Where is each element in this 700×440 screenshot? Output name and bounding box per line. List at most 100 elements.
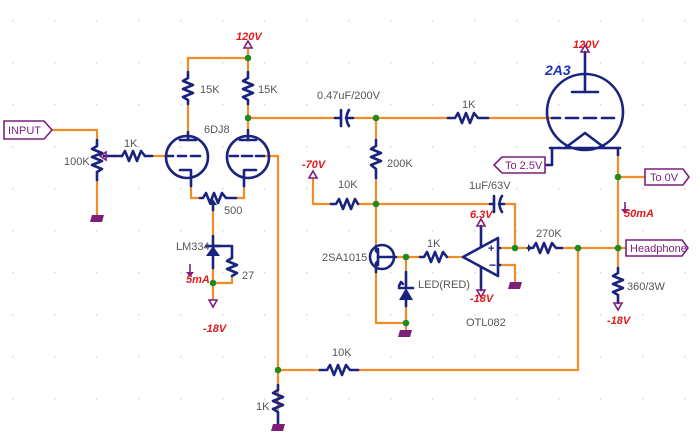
grid-dot (138, 230, 140, 232)
port-input-label: INPUT (8, 125, 41, 137)
tube-6dj8-a (164, 130, 210, 188)
grid-dot (96, 20, 98, 22)
grid-dot (348, 146, 350, 148)
supply-up-arrow-icon (307, 169, 319, 179)
grid-dot (642, 398, 644, 400)
ground-icon (508, 282, 522, 289)
supply-up-arrow-icon (475, 217, 487, 227)
grid-dot (12, 146, 14, 148)
grid-dot (474, 104, 476, 106)
grid-dot (558, 188, 560, 190)
grid-dot (390, 272, 392, 274)
label-otl082: OTL082 (466, 317, 506, 329)
grid-dot (432, 230, 434, 232)
grid-dot (474, 62, 476, 64)
grid-dot (306, 356, 308, 358)
grid-dot (684, 356, 686, 358)
label-lm334: LM334 (176, 241, 210, 253)
supply-arrows (186, 39, 629, 312)
grid-dot (180, 398, 182, 400)
label-10k-feedback: 10K (332, 347, 352, 359)
grid-dot (306, 314, 308, 316)
grid-dot (558, 356, 560, 358)
grid-dot (516, 104, 518, 106)
grid-dot (306, 20, 308, 22)
grid-dot (474, 272, 476, 274)
grid-dot (54, 188, 56, 190)
grid-dot (180, 104, 182, 106)
grid-dot (600, 188, 602, 190)
grid-dot (390, 62, 392, 64)
label-6-3v: 6.3V (470, 209, 494, 221)
transistor-2sa1015 (368, 243, 398, 274)
grid-dot (642, 20, 644, 22)
grid-dot (138, 188, 140, 190)
grid-dot (96, 356, 98, 358)
grid-dot (138, 20, 140, 22)
grid-dot (516, 272, 518, 274)
resistor-1k-base (418, 250, 449, 264)
grid-dot (432, 188, 434, 190)
grid-dot (306, 104, 308, 106)
port-input: INPUT (3, 120, 54, 140)
grid-dot (642, 272, 644, 274)
grid-dot (138, 146, 140, 148)
label-1k-base: 1K (427, 238, 441, 250)
label-6dj8: 6DJ8 (204, 124, 230, 136)
grid-dot (432, 356, 434, 358)
grid-dot (96, 230, 98, 232)
led-red (397, 270, 415, 308)
grid-dot (390, 398, 392, 400)
grid-dot (474, 356, 476, 358)
grid-dot (222, 272, 224, 274)
grid-dot (390, 146, 392, 148)
grid-dot (600, 398, 602, 400)
grid-dot (138, 356, 140, 358)
label-360-3w: 360/3W (627, 281, 666, 293)
grid-dot (180, 188, 182, 190)
grid-dot (558, 314, 560, 316)
junctions (209, 54, 622, 374)
label-2sa1015: 2SA1015 (322, 252, 367, 264)
grid-dot (138, 398, 140, 400)
grid-dot (12, 62, 14, 64)
grid-dot (54, 20, 56, 22)
ground-icon (90, 215, 104, 222)
current-source-lm334 (204, 234, 234, 270)
label-120v-a: 120V (236, 31, 263, 43)
label-15k-a: 15K (200, 84, 220, 96)
grid-dot (264, 104, 266, 106)
input-potentiometer (90, 138, 117, 182)
capacitor-0-47uf (333, 108, 355, 128)
grid-dot (54, 230, 56, 232)
label-neg18v-opamp: -18V (470, 293, 495, 305)
tube-6dj8-b (225, 128, 271, 188)
grid-dot (558, 104, 560, 106)
grid-dot (222, 398, 224, 400)
label-0-47uf: 0.47uF/200V (317, 90, 381, 102)
grid-dot (390, 314, 392, 316)
grid-dot (516, 146, 518, 148)
grid-dot (264, 398, 266, 400)
label-27: 27 (242, 270, 254, 282)
grid-dot (348, 398, 350, 400)
ground-symbols (90, 215, 522, 431)
grid-dot (684, 398, 686, 400)
grid-dot (474, 188, 476, 190)
grid-dot (390, 20, 392, 22)
grid-dot (684, 104, 686, 106)
grid-dot (54, 104, 56, 106)
grid-dot (600, 314, 602, 316)
grid-dot (516, 230, 518, 232)
grid-dot (348, 104, 350, 106)
grid-dot (516, 398, 518, 400)
grid-dot (180, 20, 182, 22)
grid-dot (96, 272, 98, 274)
grid-dot (54, 356, 56, 358)
grid-dot (432, 314, 434, 316)
grid-dot (642, 356, 644, 358)
grid-dot (12, 356, 14, 358)
resistor-15k-plate2 (241, 70, 255, 106)
grid-dot (54, 272, 56, 274)
labels: 120V 120V -70V 6.3V -18V -18V -18V 5mA 5… (64, 31, 666, 413)
